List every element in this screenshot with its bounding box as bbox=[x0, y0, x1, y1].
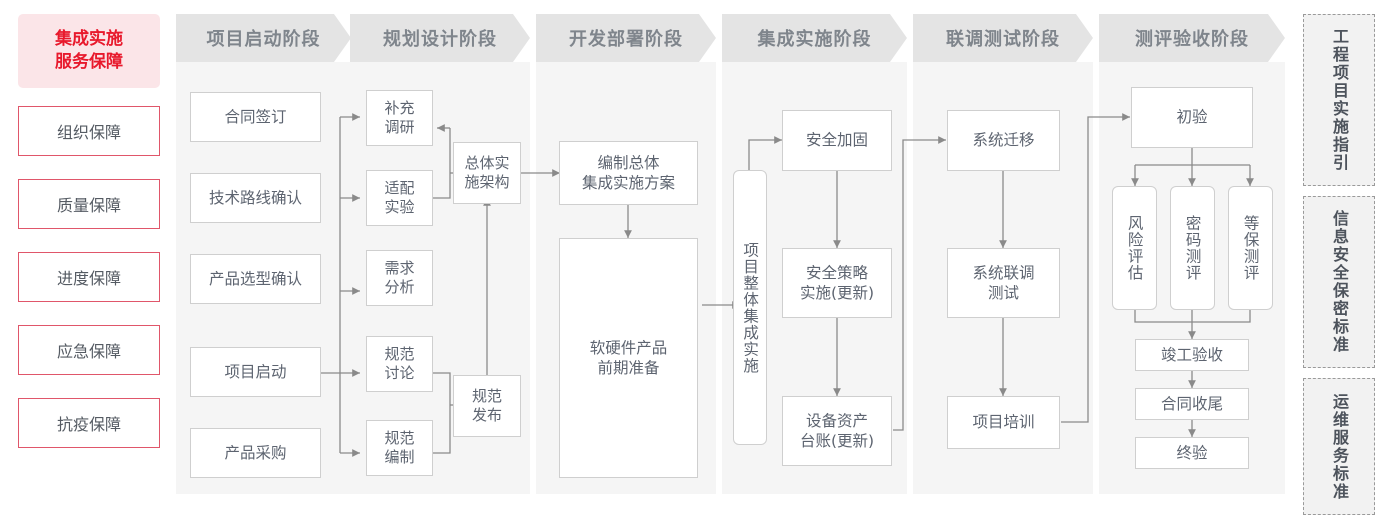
node-contract-closure[interactable]: 合同收尾 bbox=[1135, 388, 1249, 420]
phase-header-2[interactable]: 规划设计阶段 bbox=[350, 14, 530, 62]
node-standard-release[interactable]: 规范发布 bbox=[453, 375, 521, 437]
standard-item-label: 工程项目实施指引 bbox=[1330, 28, 1349, 172]
node-adaptation-experiment[interactable]: 适配实验 bbox=[366, 170, 433, 226]
sidebar-item-emergency[interactable]: 应急保障 bbox=[18, 325, 160, 375]
node-label: 风险评估 bbox=[1125, 215, 1144, 281]
node-final-acceptance[interactable]: 终验 bbox=[1135, 437, 1249, 469]
node-hardware-software-preparation[interactable]: 软硬件产品前期准备 bbox=[559, 238, 698, 478]
lead-title-box: 集成实施 服务保障 bbox=[18, 14, 160, 88]
sidebar-item-label: 进度保障 bbox=[56, 269, 121, 288]
node-label: 软硬件产品前期准备 bbox=[589, 338, 668, 377]
node-label: 项目培训 bbox=[972, 413, 1035, 432]
node-label: 等保测评 bbox=[1241, 215, 1260, 281]
node-label: 产品选型确认 bbox=[208, 269, 302, 288]
standard-item-engineering-guideline[interactable]: 工程项目实施指引 bbox=[1303, 14, 1375, 186]
phase-title: 测评验收阶段 bbox=[1135, 29, 1249, 50]
node-project-training[interactable]: 项目培训 bbox=[947, 396, 1060, 449]
sidebar-item-label: 组织保障 bbox=[56, 123, 121, 142]
node-cryptography-evaluation[interactable]: 密码测评 bbox=[1170, 186, 1215, 310]
sidebar-item-label: 抗疫保障 bbox=[56, 415, 121, 434]
node-classified-protection-evaluation[interactable]: 等保测评 bbox=[1228, 186, 1273, 310]
right-sidebar: 工程项目实施指引 信息安全保密标准 运维服务标准 bbox=[1303, 14, 1375, 525]
node-label: 编制总体集成实施方案 bbox=[581, 153, 675, 192]
node-label: 密码测评 bbox=[1183, 215, 1202, 281]
standard-item-om-service[interactable]: 运维服务标准 bbox=[1303, 378, 1375, 515]
left-sidebar: 集成实施 服务保障 组织保障 质量保障 进度保障 应急保障 抗疫保障 bbox=[18, 14, 160, 471]
lead-title-line2: 服务保障 bbox=[55, 52, 123, 72]
node-contract-signing[interactable]: 合同签订 bbox=[190, 92, 321, 142]
phase-header-4[interactable]: 集成实施阶段 bbox=[722, 14, 907, 62]
standard-item-label: 信息安全保密标准 bbox=[1330, 210, 1349, 354]
node-completion-acceptance[interactable]: 竣工验收 bbox=[1135, 339, 1249, 371]
node-project-kickoff[interactable]: 项目启动 bbox=[190, 347, 321, 397]
node-label: 项目整体集成实施 bbox=[741, 241, 760, 374]
node-label: 规范讨论 bbox=[384, 344, 415, 383]
sidebar-item-quality[interactable]: 质量保障 bbox=[18, 179, 160, 229]
node-label: 安全加固 bbox=[805, 131, 868, 150]
phase-title: 开发部署阶段 bbox=[569, 29, 683, 50]
node-label: 规范发布 bbox=[471, 386, 502, 425]
standard-item-label: 运维服务标准 bbox=[1330, 392, 1349, 501]
node-standard-drafting[interactable]: 规范编制 bbox=[366, 420, 433, 476]
node-label: 初验 bbox=[1176, 108, 1208, 127]
node-label: 产品采购 bbox=[224, 443, 287, 462]
node-standard-discussion[interactable]: 规范讨论 bbox=[366, 336, 433, 392]
node-product-procurement[interactable]: 产品采购 bbox=[190, 428, 321, 478]
node-security-hardening[interactable]: 安全加固 bbox=[782, 110, 892, 171]
node-label: 补充调研 bbox=[384, 98, 415, 137]
node-overall-implementation-architecture[interactable]: 总体实施架构 bbox=[453, 142, 521, 204]
node-label: 安全策略实施(更新) bbox=[799, 263, 875, 302]
phase-title: 规划设计阶段 bbox=[383, 29, 497, 50]
node-label: 项目启动 bbox=[224, 362, 287, 381]
phase-header-3[interactable]: 开发部署阶段 bbox=[536, 14, 716, 62]
node-label: 设备资产台账(更新) bbox=[799, 411, 875, 450]
phase-title: 项目启动阶段 bbox=[206, 29, 321, 50]
node-label: 总体实施架构 bbox=[464, 153, 510, 192]
node-preliminary-acceptance[interactable]: 初验 bbox=[1131, 87, 1253, 148]
sidebar-item-label: 质量保障 bbox=[56, 196, 121, 215]
node-label: 需求分析 bbox=[384, 258, 415, 297]
node-product-selection-confirm[interactable]: 产品选型确认 bbox=[190, 254, 321, 304]
node-supplementary-research[interactable]: 补充调研 bbox=[366, 90, 433, 146]
sidebar-item-organization[interactable]: 组织保障 bbox=[18, 106, 160, 156]
node-system-migration[interactable]: 系统迁移 bbox=[947, 110, 1060, 171]
node-security-policy-implementation[interactable]: 安全策略实施(更新) bbox=[782, 248, 892, 318]
phase-header-6[interactable]: 测评验收阶段 bbox=[1099, 14, 1285, 62]
sidebar-item-schedule[interactable]: 进度保障 bbox=[18, 252, 160, 302]
node-tech-route-confirm[interactable]: 技术路线确认 bbox=[190, 173, 321, 223]
node-label: 规范编制 bbox=[384, 428, 415, 467]
node-label: 竣工验收 bbox=[1160, 345, 1223, 364]
node-label: 技术路线确认 bbox=[208, 188, 302, 207]
node-label: 系统联调测试 bbox=[972, 263, 1035, 302]
sidebar-item-label: 应急保障 bbox=[56, 342, 121, 361]
node-requirement-analysis[interactable]: 需求分析 bbox=[366, 250, 433, 306]
node-label: 合同收尾 bbox=[1160, 394, 1223, 413]
phase-header-1[interactable]: 项目启动阶段 bbox=[176, 14, 351, 62]
phase-header-5[interactable]: 联调测试阶段 bbox=[913, 14, 1093, 62]
node-risk-assessment[interactable]: 风险评估 bbox=[1112, 186, 1157, 310]
node-label: 适配实验 bbox=[384, 178, 415, 217]
lead-title-line1: 集成实施 bbox=[55, 29, 123, 50]
standard-item-security-confidentiality[interactable]: 信息安全保密标准 bbox=[1303, 196, 1375, 368]
node-draft-overall-integration-plan[interactable]: 编制总体集成实施方案 bbox=[559, 141, 698, 205]
node-label: 系统迁移 bbox=[972, 131, 1035, 150]
phase-title: 联调测试阶段 bbox=[946, 29, 1060, 50]
node-label: 合同签订 bbox=[224, 107, 287, 126]
node-overall-project-integration[interactable]: 项目整体集成实施 bbox=[733, 170, 767, 445]
node-label: 终验 bbox=[1176, 443, 1208, 462]
node-equipment-asset-ledger[interactable]: 设备资产台账(更新) bbox=[782, 396, 892, 466]
node-system-joint-debugging-test[interactable]: 系统联调测试 bbox=[947, 248, 1060, 318]
sidebar-item-epidemic[interactable]: 抗疫保障 bbox=[18, 398, 160, 448]
phase-title: 集成实施阶段 bbox=[757, 29, 872, 50]
